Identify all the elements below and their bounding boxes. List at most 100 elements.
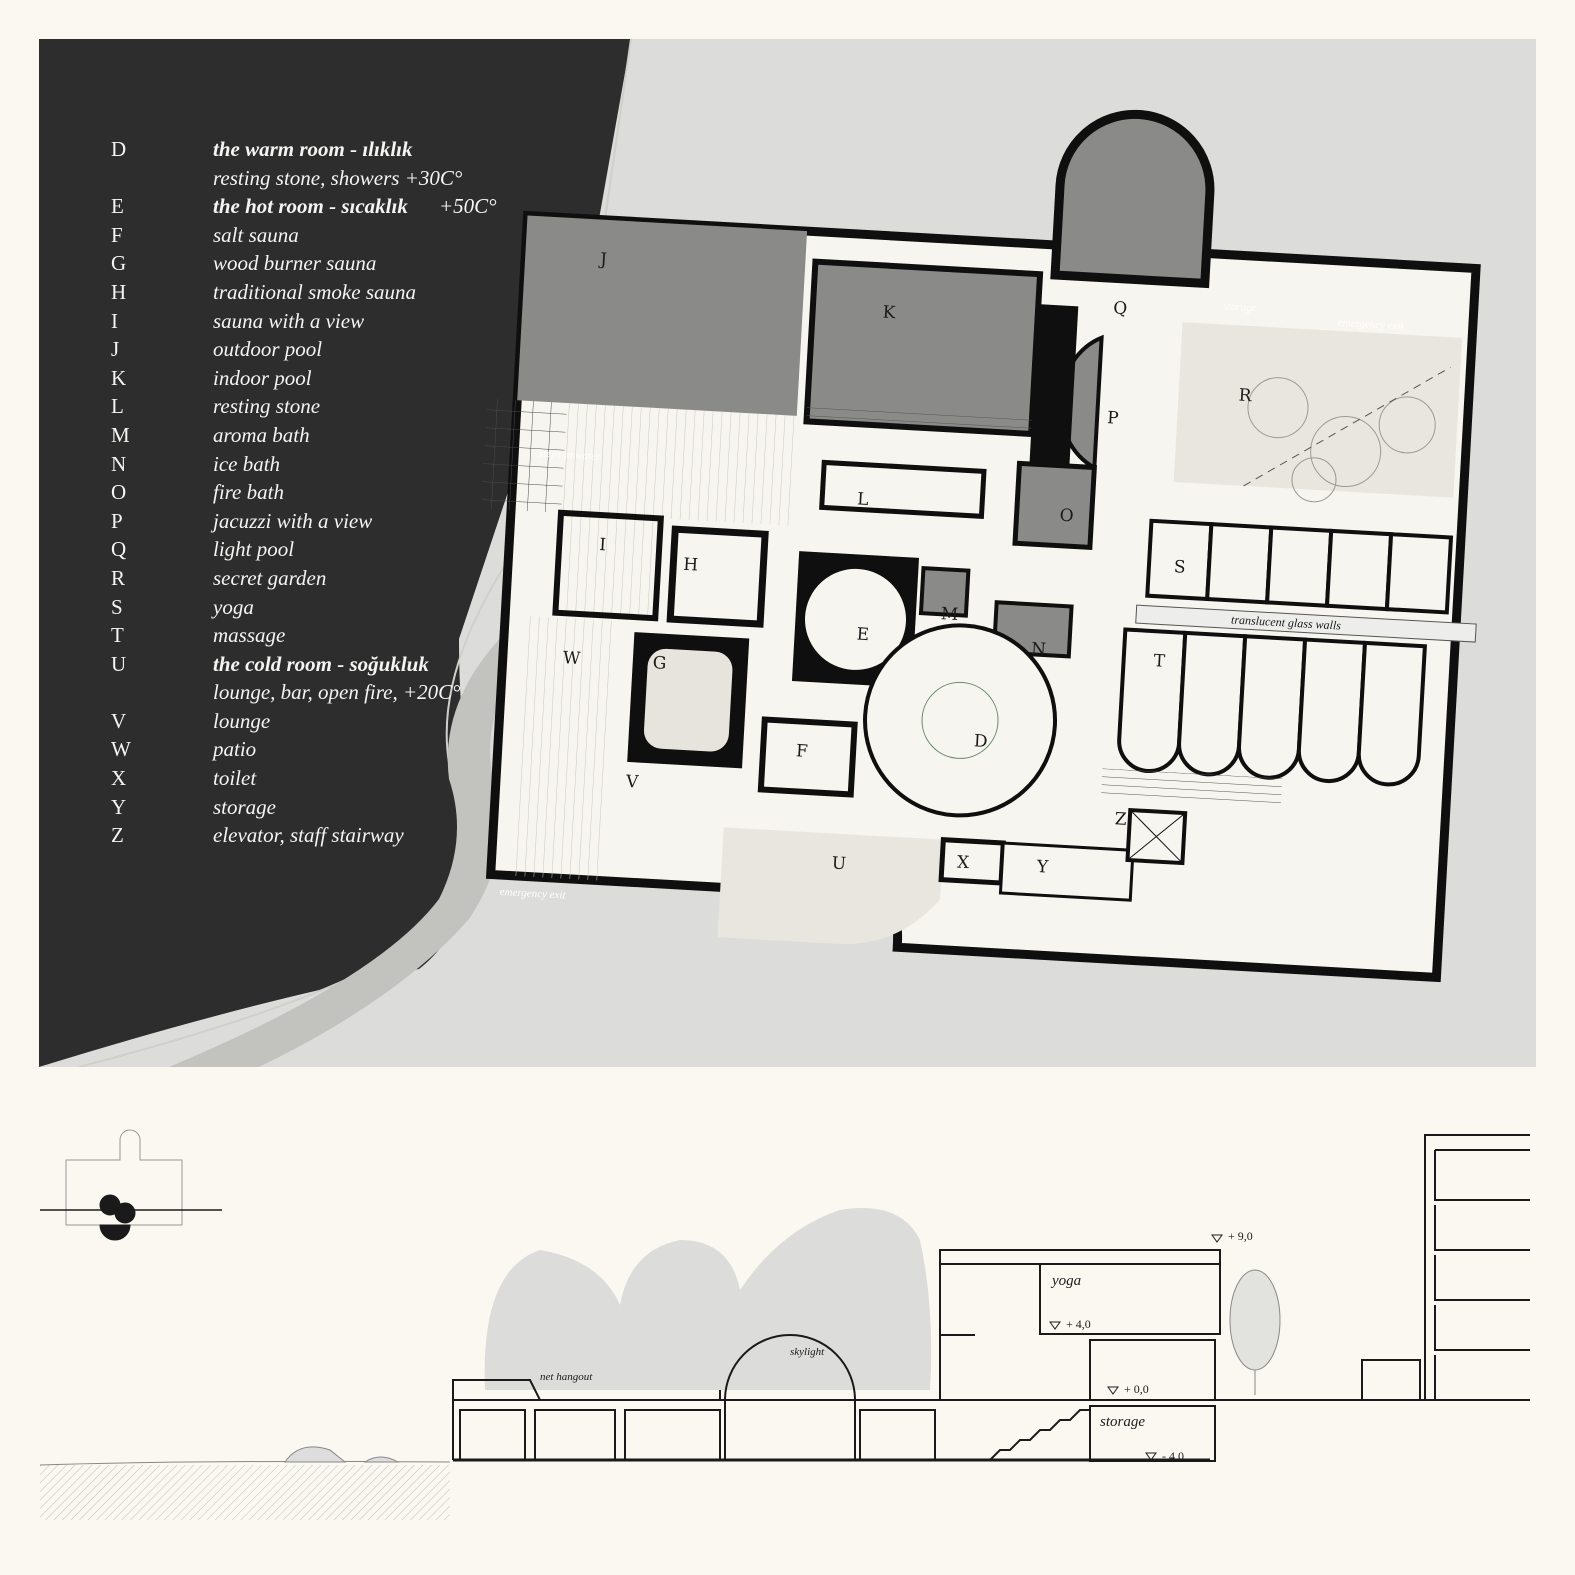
sauna-with-view	[552, 509, 664, 622]
legend-description: patio	[213, 737, 257, 762]
outdoor-deck	[560, 402, 797, 526]
legend-description: the hot room - sıcaklık	[213, 194, 408, 219]
legend-code: S	[111, 594, 123, 619]
tree-right	[1229, 1269, 1281, 1395]
legend-description: lounge, bar, open fire, +20C°	[213, 680, 461, 705]
elevation-ground: + 0,0	[1124, 1382, 1149, 1396]
legend-row: lounge, bar, open fire, +20C°	[101, 678, 571, 707]
legend-description: massage	[213, 623, 286, 648]
legend-code: E	[111, 194, 124, 219]
plan-label-F: F	[795, 741, 808, 762]
legend-description: jacuzzi with a view	[213, 508, 373, 533]
patio	[510, 615, 616, 881]
plan-label-K: K	[882, 302, 896, 323]
rock-outline	[284, 1446, 400, 1463]
legend-code: N	[111, 451, 127, 476]
legend-code: Q	[111, 537, 127, 562]
cold-room-garden	[717, 827, 944, 945]
wood-burner-sauna	[643, 648, 733, 752]
plan-label-Y: Y	[1035, 857, 1049, 878]
elevation-marker-icon	[1049, 1321, 1061, 1330]
legend-description: light pool	[213, 537, 295, 562]
plan-label-G: G	[652, 653, 667, 674]
legend-description: elevator, staff stairway	[213, 823, 404, 848]
legend-description: lounge	[213, 708, 271, 733]
toilet	[938, 837, 1006, 886]
legend-code: J	[111, 337, 120, 362]
elevation-yoga: + 4,0	[1066, 1317, 1091, 1331]
legend-code: R	[111, 565, 126, 590]
light-pool	[1050, 109, 1215, 289]
steps-to-water-note: steps to water	[539, 448, 601, 463]
legend-code: U	[111, 651, 127, 676]
secret-garden	[1173, 322, 1463, 498]
plan-label-W: W	[562, 648, 581, 669]
legend-description: indoor pool	[213, 365, 312, 390]
plan-label-T: T	[1153, 651, 1166, 672]
outdoor-pool	[517, 215, 808, 416]
plan-label-U: U	[831, 854, 846, 875]
translucent-glass-note: translucent glass walls	[1231, 612, 1342, 632]
plan-label-Q: Q	[1113, 298, 1128, 319]
legend-description: sauna with a view	[213, 308, 365, 333]
legend-description: the warm room - ılıklık	[213, 137, 413, 161]
legend-description: the cold room - soğukluk	[213, 651, 429, 676]
legend-code: P	[111, 508, 123, 533]
hot-room	[801, 565, 909, 673]
plan-label-H: H	[683, 555, 699, 576]
legend-description: secret garden	[213, 565, 327, 590]
plan-label-V: V	[625, 772, 640, 793]
legend-description: yoga	[213, 594, 254, 619]
plan-label-P: P	[1107, 408, 1120, 429]
plan-label-E: E	[856, 625, 870, 646]
elevation-top: + 9,0	[1228, 1229, 1253, 1243]
legend-description: salt sauna	[213, 222, 299, 247]
storage-room	[998, 841, 1135, 902]
key-plan	[40, 1129, 222, 1241]
legend-description: resting stone, showers +30C°	[213, 165, 463, 190]
plan-label-D: D	[973, 731, 988, 752]
floor-plan-panel: J K Q P R L O S I H M E N T W G D F V Z …	[39, 39, 1536, 1067]
floor-plan-drawing: J K Q P R L O S I H M E N T W G D F V Z …	[39, 39, 1481, 1067]
legend-code: X	[111, 766, 127, 791]
legend-code: T	[111, 623, 124, 648]
emergency-exit-bottom-note: emergency exit	[499, 886, 566, 902]
section-label-yoga: yoga	[1050, 1273, 1081, 1289]
legend-description: wood burner sauna	[213, 251, 377, 276]
legend-row: resting stone, showers +30C°	[101, 164, 571, 193]
dark-water-area	[39, 39, 631, 1067]
fire-bath	[1012, 460, 1097, 551]
legend-code: O	[111, 480, 127, 505]
terrain-hatch	[40, 1465, 450, 1520]
plan-label-X: X	[957, 852, 971, 873]
plan-label-L: L	[857, 489, 869, 510]
elevation-marker-icon	[1107, 1386, 1119, 1395]
plan-label-S: S	[1173, 557, 1186, 578]
legend-code: G	[111, 251, 127, 276]
smoke-sauna	[666, 525, 769, 628]
section-label-net-hangout: net hangout	[540, 1371, 593, 1383]
emergency-exit-top-note: emergency exit	[1337, 317, 1404, 333]
plan-label-O: O	[1059, 506, 1074, 527]
legend-code: Y	[111, 794, 127, 819]
salt-sauna	[757, 716, 858, 798]
plan-label-I: I	[599, 535, 607, 555]
legend-code: K	[111, 365, 127, 390]
